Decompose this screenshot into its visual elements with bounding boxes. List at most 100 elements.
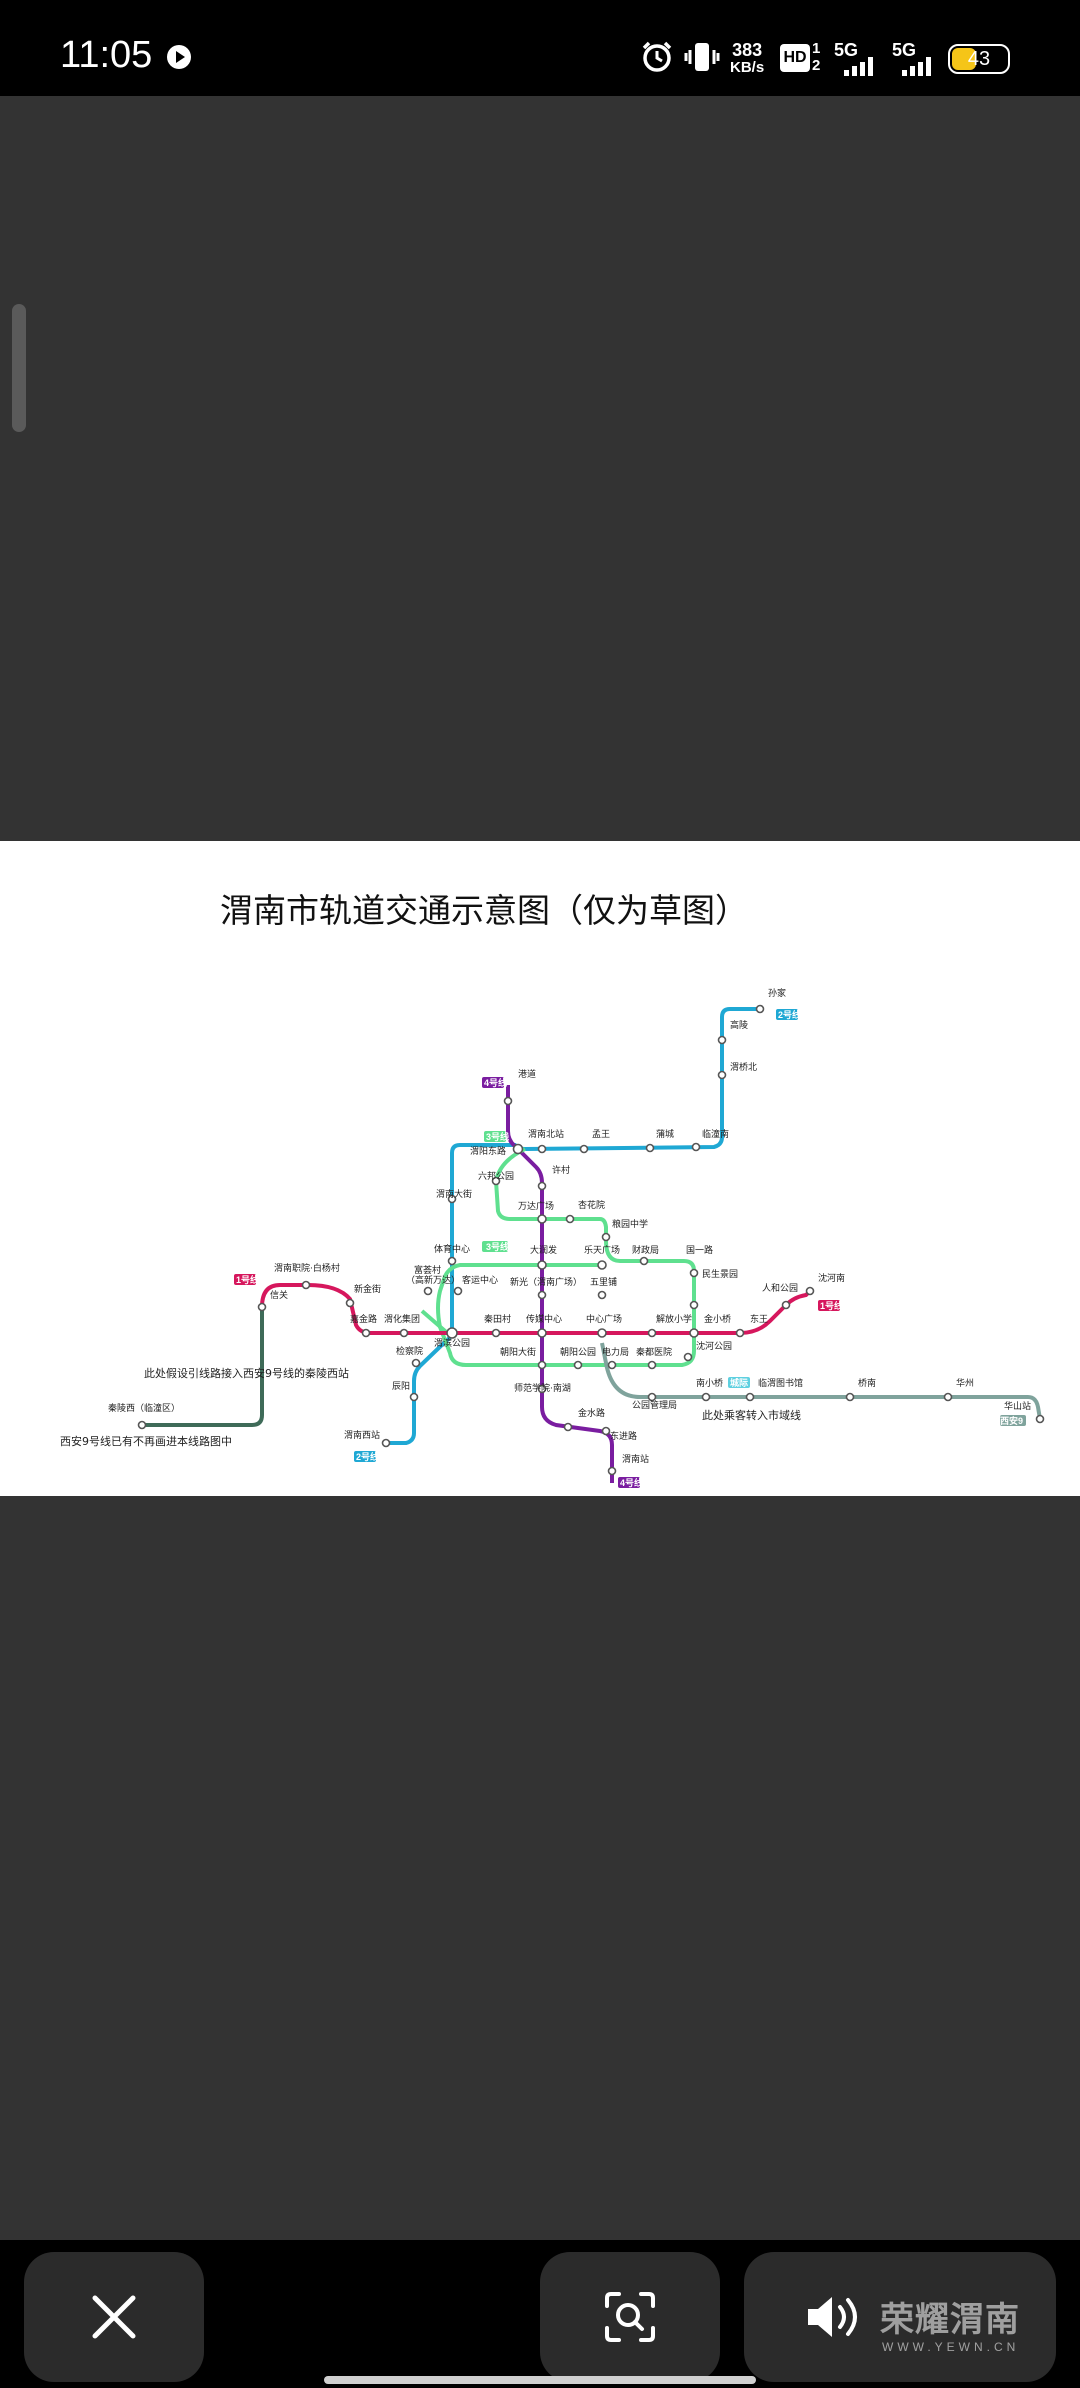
station (781, 1300, 791, 1310)
station-label: 沈河公园 (696, 1340, 732, 1352)
station-label: 体育中心 (434, 1243, 470, 1255)
station (597, 1260, 607, 1270)
badge-line2-bottom: 2号线 (354, 1451, 379, 1462)
station (537, 1260, 547, 1270)
line3-route (436, 1147, 696, 1367)
station-label: 朝阳大街 (500, 1346, 536, 1358)
station (645, 1143, 655, 1153)
station-label: 乐天广场 (584, 1244, 620, 1256)
station (491, 1176, 501, 1186)
alarm-icon (642, 41, 672, 72)
station (647, 1392, 657, 1402)
image-search-button[interactable] (540, 2252, 720, 2382)
station-label: 杏花院 (578, 1199, 605, 1211)
station (137, 1420, 147, 1430)
station-label: 国一路 (686, 1244, 713, 1256)
svg-text:西安9: 西安9 (1000, 1415, 1023, 1426)
station-label: 秦田村 (484, 1313, 511, 1325)
svg-text:城际: 城际 (730, 1377, 748, 1388)
station (689, 1268, 699, 1278)
station-label: 渭南北站 (528, 1128, 564, 1140)
station-label: 港道 (518, 1068, 536, 1080)
station-label: 中心广场 (586, 1313, 622, 1325)
station (647, 1328, 657, 1338)
station (381, 1438, 391, 1448)
station-label: 财政局 (632, 1244, 659, 1256)
station (446, 1327, 458, 1339)
station-label: 嘉金路 (350, 1313, 377, 1325)
battery-icon: 43 (948, 44, 1010, 74)
station (301, 1280, 311, 1290)
station-label: 粮园中学 (612, 1218, 648, 1230)
svg-text:1号线: 1号线 (820, 1300, 843, 1311)
close-button[interactable] (24, 2252, 204, 2382)
station-label: 华州 (956, 1377, 974, 1389)
line2-route (386, 1007, 760, 1445)
scroll-handle[interactable] (12, 304, 26, 432)
xian9-note: 西安9号线已有不再画进本线路图中 (60, 1434, 232, 1448)
station (565, 1214, 575, 1224)
metro-map: 渭南市轨道交通示意图（仅为草图） 4号线 4号线 2号线 (60, 891, 1045, 1488)
vibrate-icon (684, 43, 720, 71)
speaker-icon (808, 2297, 857, 2337)
station-label: 师范学院·南湖 (514, 1382, 571, 1394)
hd-label: HD (783, 49, 807, 66)
battery-fill (952, 48, 976, 70)
station (717, 1070, 727, 1080)
svg-text:4号线: 4号线 (620, 1477, 643, 1488)
badge-line4-bottom: 4号线 (618, 1477, 643, 1488)
network-speed-unit: KB/s (730, 59, 765, 76)
station (409, 1392, 419, 1402)
badge-line1-right: 1号线 (818, 1300, 843, 1311)
station (647, 1360, 657, 1370)
station (453, 1286, 463, 1296)
station (717, 1035, 727, 1045)
station-label: 解放小学 (656, 1313, 692, 1325)
station-label: 五里铺 (590, 1276, 617, 1288)
station (745, 1392, 755, 1402)
station (503, 1096, 513, 1106)
station-label: 人和公园 (762, 1283, 798, 1294)
badge-line3-b: 3号线 (482, 1241, 509, 1252)
station (805, 1286, 815, 1296)
station (735, 1328, 745, 1338)
signal1-label: 5G (834, 40, 859, 60)
station-label: 万达广场 (518, 1200, 554, 1212)
station (447, 1256, 457, 1266)
station (573, 1360, 583, 1370)
line1-route (260, 1283, 812, 1335)
station (689, 1328, 699, 1338)
station (601, 1232, 611, 1242)
viewed-image[interactable]: 渭南市轨道交通示意图（仅为草图） 4号线 4号线 2号线 (0, 841, 1080, 1496)
west-link-note: 此处假设引线路接入西安9号线的秦陵西站 (144, 1366, 349, 1380)
map-title: 渭南市轨道交通示意图（仅为草图） (220, 891, 748, 930)
station (601, 1426, 611, 1436)
station (755, 1004, 765, 1014)
svg-text:2号线: 2号线 (778, 1009, 801, 1020)
station (689, 1300, 699, 1310)
sound-button[interactable] (744, 2252, 1056, 2382)
station (607, 1466, 617, 1476)
station-label: 东王 (750, 1313, 768, 1325)
station (537, 1290, 547, 1300)
station-label: 渭化集团 (384, 1313, 420, 1325)
image-search-icon (605, 2292, 655, 2342)
station-label: 孙家 (768, 987, 786, 999)
home-indicator[interactable] (324, 2376, 756, 2384)
station-label: 渭南职院·白杨村 (274, 1262, 340, 1274)
station-label: 华山站 (1004, 1400, 1031, 1412)
badge-xian9: 西安9 (1000, 1415, 1026, 1426)
station-label: 富荟村 (414, 1264, 441, 1276)
close-icon (92, 2295, 136, 2339)
svg-text:3号线: 3号线 (486, 1241, 509, 1252)
station (597, 1290, 607, 1300)
station-label: 临渭图书馆 (758, 1377, 803, 1389)
station-label: 高陵 (730, 1019, 748, 1031)
station-label: 六邦公园 (478, 1170, 514, 1182)
network-speed-value: 383 (732, 40, 763, 60)
play-icon (167, 45, 191, 69)
svg-text:3号线: 3号线 (486, 1131, 509, 1142)
station-label: 渭阳东路 (470, 1145, 506, 1157)
station (537, 1181, 547, 1191)
